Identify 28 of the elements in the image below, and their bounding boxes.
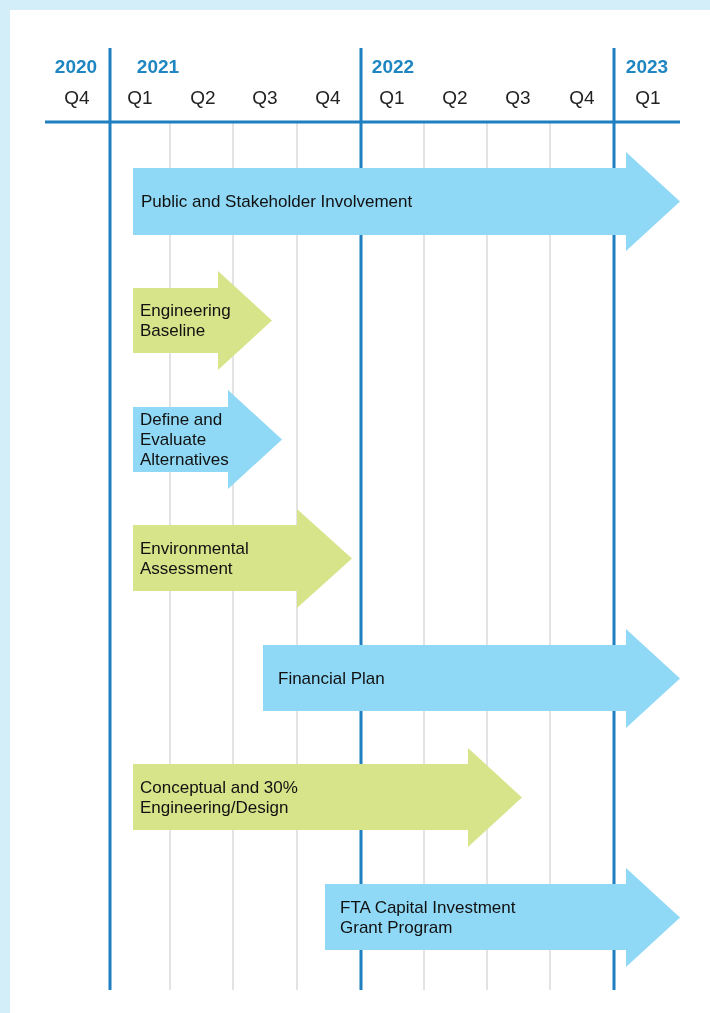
year-label: 2022 (371, 56, 415, 78)
quarter-label: Q1 (635, 87, 661, 109)
quarter-label: Q1 (379, 87, 405, 109)
task-label: Environmental Assessment (140, 538, 250, 579)
task-label: Engineering Baseline (140, 300, 232, 341)
gantt-bar (263, 629, 680, 728)
task-label: Define and Evaluate Alternatives (140, 409, 230, 470)
gantt-bar (133, 509, 352, 608)
task-label: Public and Stakeholder Involvement (141, 191, 414, 212)
gantt-bar (133, 152, 680, 251)
quarter-label: Q3 (252, 87, 278, 109)
year-label: 2023 (625, 56, 669, 78)
quarter-label: Q2 (190, 87, 216, 109)
quarter-label: Q4 (315, 87, 341, 109)
gantt-bar (133, 748, 522, 847)
gantt-bar (133, 271, 272, 370)
quarter-label: Q3 (505, 87, 531, 109)
gantt-bar (133, 390, 282, 489)
quarter-label: Q4 (64, 87, 90, 109)
gantt-bar (325, 868, 680, 967)
quarter-label: Q2 (442, 87, 468, 109)
task-label: Conceptual and 30% Engineering/Design (140, 777, 299, 818)
quarter-label: Q1 (127, 87, 153, 109)
year-label: 2021 (136, 56, 180, 78)
year-label: 2020 (54, 56, 98, 78)
task-label: Financial Plan (278, 668, 386, 689)
quarter-label: Q4 (569, 87, 595, 109)
task-label: FTA Capital Investment Grant Program (340, 897, 517, 938)
